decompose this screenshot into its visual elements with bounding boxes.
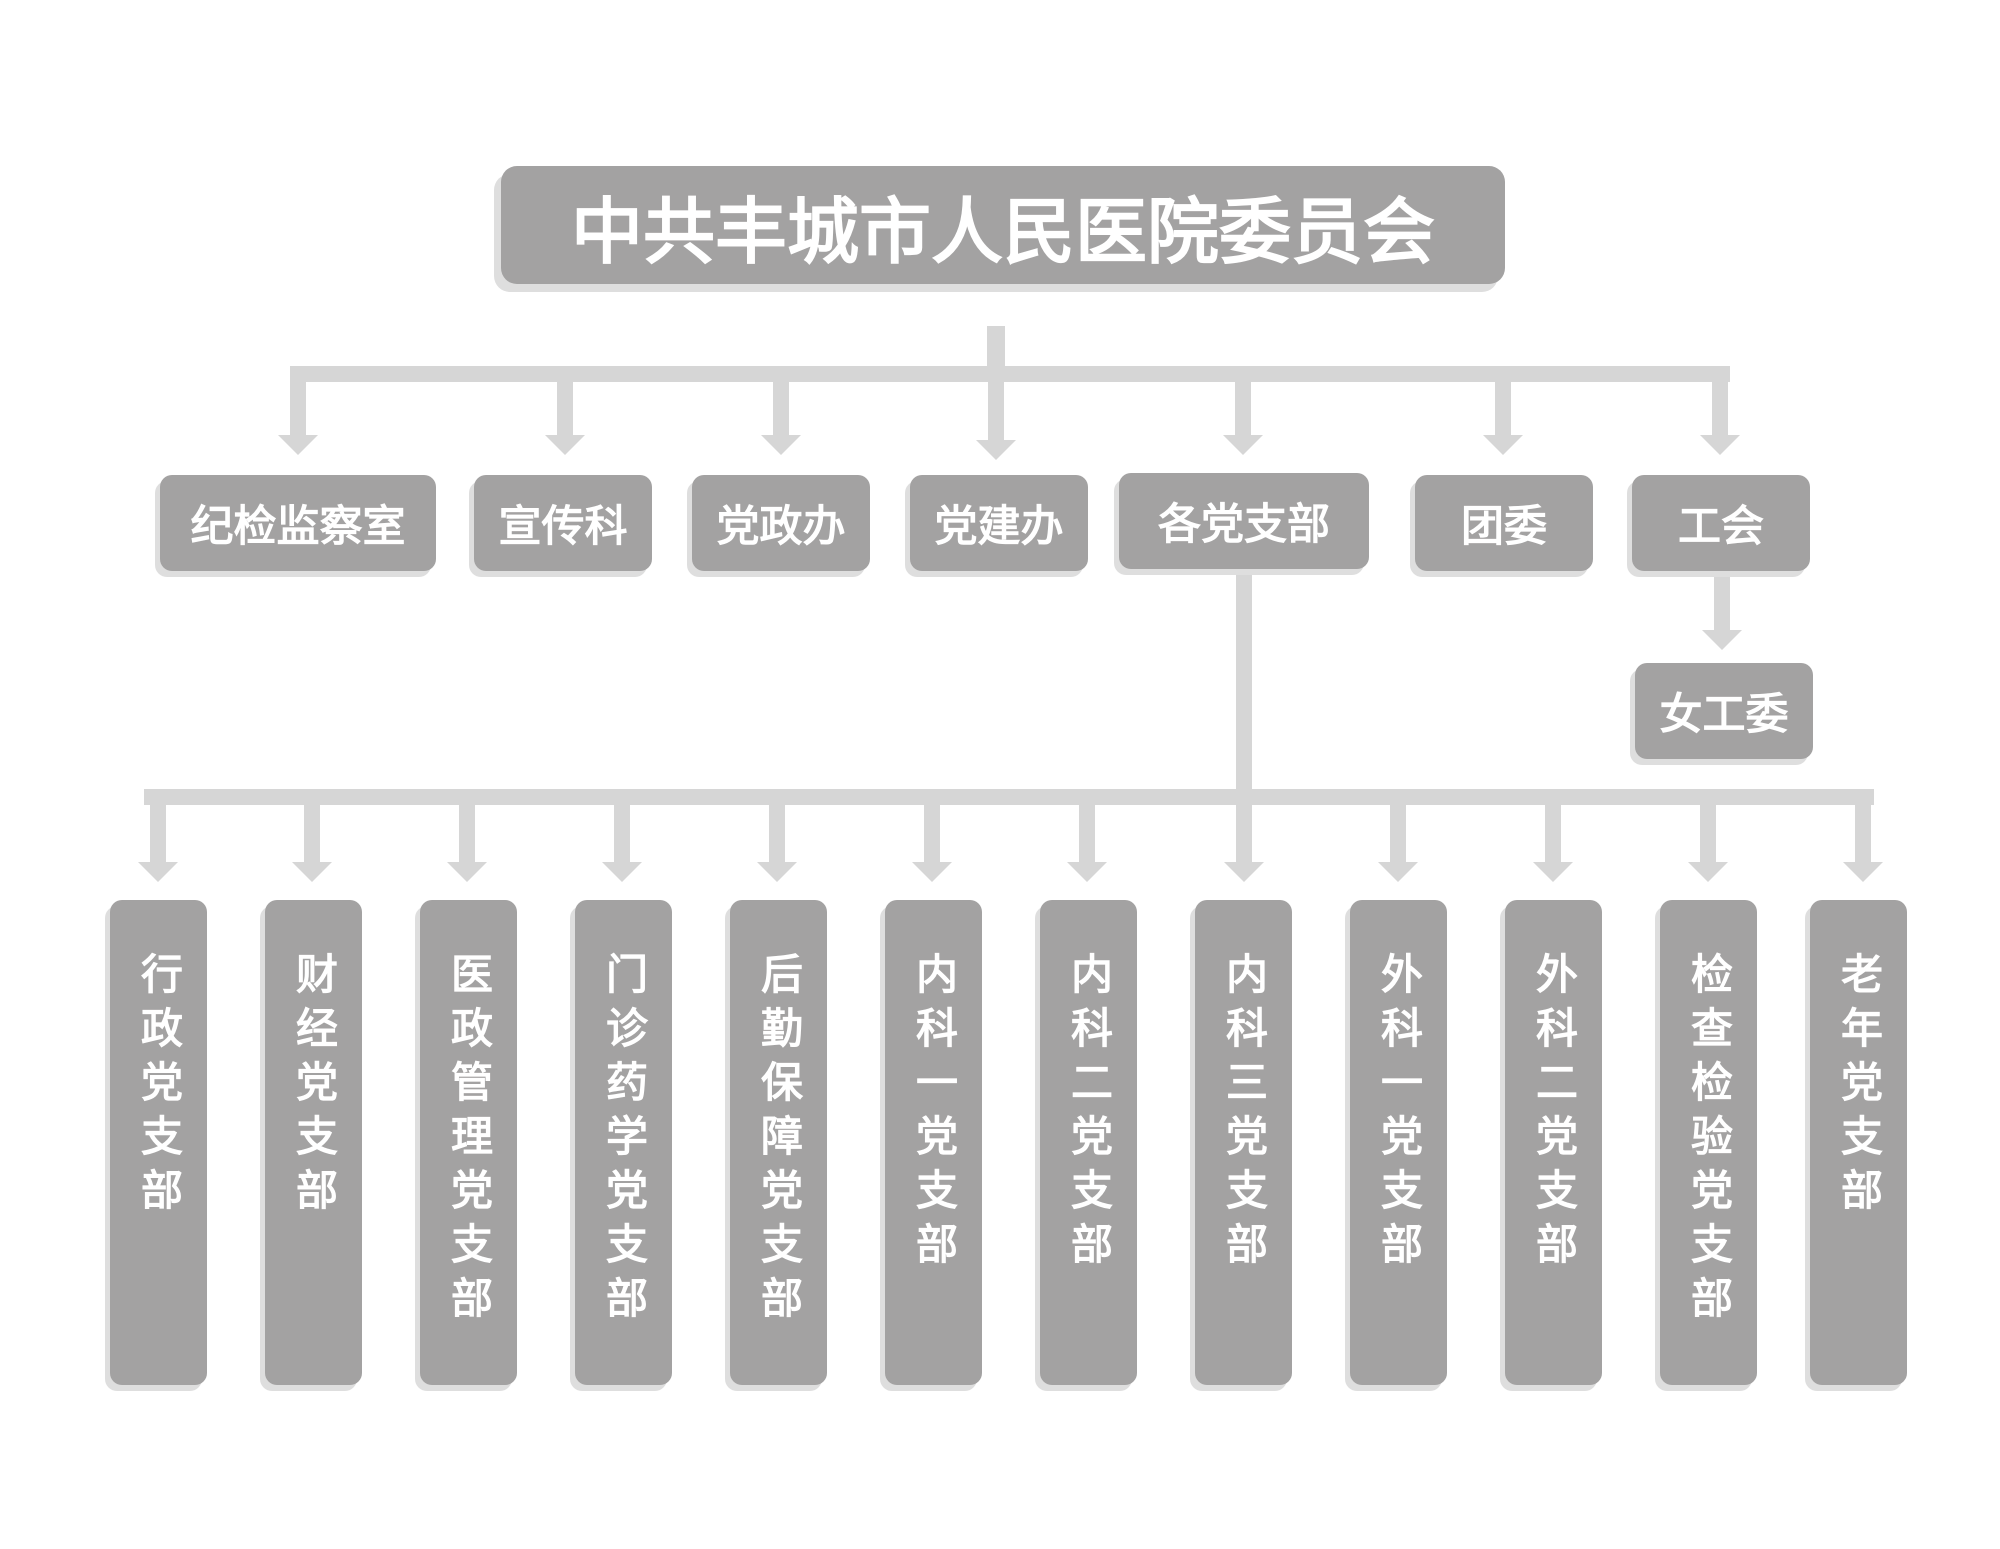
branch-node: 行政党支部 <box>110 900 207 1385</box>
top-arrow-shaft <box>1495 366 1511 437</box>
top-arrow-shaft <box>988 380 1004 442</box>
branch-node: 医政管理党支部 <box>420 900 517 1385</box>
bottom-arrow-shaft <box>924 789 940 864</box>
root-label: 中共丰城市人民医院委员会 <box>570 189 1435 274</box>
branch-label: 内科二党支部 <box>1064 952 1114 1276</box>
top-arrow-shaft <box>773 366 789 437</box>
bottom-arrow-shaft <box>304 789 320 864</box>
bottom-arrow-head <box>292 862 332 882</box>
bottom-arrow-head <box>912 862 952 882</box>
branch-label: 行政党支部 <box>134 952 184 1222</box>
branch-label: 财经党支部 <box>289 952 339 1222</box>
bottom-arrow-head <box>138 862 178 882</box>
bottom-arrow-shaft <box>1700 789 1716 864</box>
root-node: 中共丰城市人民医院委员会 <box>501 166 1505 284</box>
bottom-arrow-shaft <box>1545 789 1561 864</box>
bottom-arrow-shaft <box>1236 789 1252 864</box>
dept-node-xuanchuan: 宣传科 <box>474 475 652 571</box>
top-arrow-shaft <box>1235 366 1251 437</box>
dept-node-dangzheng: 党政办 <box>692 475 870 571</box>
bottom-arrow-shaft <box>1079 789 1095 864</box>
dept-node-jijian: 纪检监察室 <box>160 475 436 571</box>
dept-node-gonghui: 工会 <box>1632 475 1810 571</box>
bottom-arrow-shaft <box>459 789 475 864</box>
branch-node: 检查检验党支部 <box>1660 900 1757 1385</box>
bottom-arrow-shaft <box>1855 789 1871 864</box>
branch-node: 财经党支部 <box>265 900 362 1385</box>
dept-label: 党建办 <box>934 502 1064 552</box>
top-arrow-shaft <box>1712 366 1728 437</box>
top-arrow-head <box>278 435 318 455</box>
bottom-bus <box>144 789 1874 805</box>
dept-label: 纪检监察室 <box>190 502 406 552</box>
bottom-arrow-head <box>1843 862 1883 882</box>
top-arrow-shaft <box>290 366 306 437</box>
top-arrow-head <box>1223 435 1263 455</box>
bottom-arrow-head <box>1378 862 1418 882</box>
branch-node: 门诊药学党支部 <box>575 900 672 1385</box>
branch-node: 内科一党支部 <box>885 900 982 1385</box>
branch-label: 外科二党支部 <box>1529 952 1579 1276</box>
dept-label: 团委 <box>1461 502 1547 552</box>
union-arrow-head <box>1702 630 1742 650</box>
women-committee-label: 女工委 <box>1659 690 1789 740</box>
branch-label: 内科一党支部 <box>909 952 959 1276</box>
branch-node: 后勤保障党支部 <box>730 900 827 1385</box>
top-arrow-head <box>1700 435 1740 455</box>
dept-node-gedangzhibu: 各党支部 <box>1119 473 1369 569</box>
branch-label: 老年党支部 <box>1834 952 1884 1222</box>
branch-label: 门诊药学党支部 <box>599 952 649 1330</box>
dept-label: 宣传科 <box>498 502 628 552</box>
branch-label: 后勤保障党支部 <box>754 952 804 1330</box>
top-arrow-head <box>1483 435 1523 455</box>
dept-node-tuanwei: 团委 <box>1415 475 1593 571</box>
dept-label: 党政办 <box>716 502 846 552</box>
top-arrow-shaft <box>557 366 573 437</box>
dept-label: 工会 <box>1678 502 1764 552</box>
bottom-arrow-shaft <box>150 789 166 864</box>
top-arrow-head <box>761 435 801 455</box>
bottom-arrow-head <box>1533 862 1573 882</box>
top-arrow-head <box>976 440 1016 460</box>
bottom-arrow-head <box>1067 862 1107 882</box>
branch-node: 内科二党支部 <box>1040 900 1137 1385</box>
union-arrow-shaft <box>1714 577 1730 632</box>
bottom-arrow-head <box>1688 862 1728 882</box>
branch-label: 医政管理党支部 <box>444 952 494 1330</box>
branch-label: 外科一党支部 <box>1374 952 1424 1276</box>
bottom-arrow-head <box>1224 862 1264 882</box>
branch-label: 检查检验党支部 <box>1684 952 1734 1330</box>
dept-label: 各党支部 <box>1158 500 1330 550</box>
bottom-arrow-head <box>757 862 797 882</box>
bottom-arrow-head <box>447 862 487 882</box>
dept-node-dangjian: 党建办 <box>910 475 1088 571</box>
bottom-arrow-head <box>602 862 642 882</box>
top-bus <box>290 366 1730 382</box>
women-committee-node: 女工委 <box>1635 663 1813 759</box>
bottom-arrow-shaft <box>614 789 630 864</box>
branch-node: 外科一党支部 <box>1350 900 1447 1385</box>
bottom-arrow-shaft <box>769 789 785 864</box>
branch-label: 内科三党支部 <box>1219 952 1269 1276</box>
branch-node: 内科三党支部 <box>1195 900 1292 1385</box>
branch-node: 外科二党支部 <box>1505 900 1602 1385</box>
branch-stem <box>1236 569 1252 797</box>
bottom-arrow-shaft <box>1390 789 1406 864</box>
top-arrow-head <box>545 435 585 455</box>
branch-node: 老年党支部 <box>1810 900 1907 1385</box>
